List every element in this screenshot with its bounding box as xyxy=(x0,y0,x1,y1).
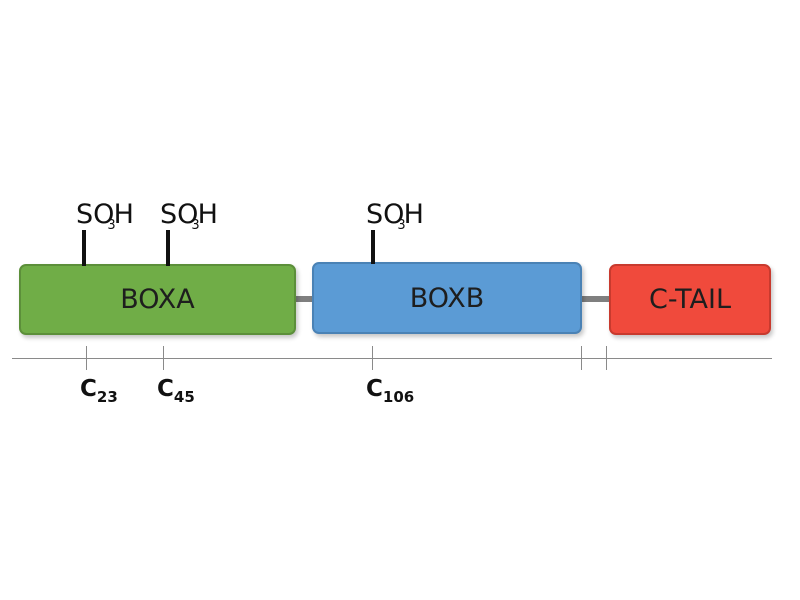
cysteine-letter: C xyxy=(157,376,174,402)
modification-end: H xyxy=(403,199,424,230)
domain-boxb: BOXB xyxy=(312,262,582,334)
axis-tick-boxb-end xyxy=(581,346,582,370)
linker-boxb-ctail xyxy=(580,296,612,302)
domain-ctail-label: C-TAIL xyxy=(649,284,731,315)
modification-stick-c45 xyxy=(166,230,170,266)
modification-label-c23: SO3H xyxy=(76,200,134,235)
cysteine-number: 106 xyxy=(382,388,415,406)
modification-stick-c23 xyxy=(82,230,86,266)
sequence-axis xyxy=(12,358,772,359)
domain-boxa-label: BOXA xyxy=(120,284,195,315)
cysteine-number: 45 xyxy=(173,388,195,406)
modification-label-c106: SO3H xyxy=(366,200,424,235)
linker-boxa-boxb xyxy=(293,296,317,302)
axis-tick-c45 xyxy=(163,346,164,370)
modification-stick-c106 xyxy=(371,230,375,264)
modification-main: SO xyxy=(160,199,199,230)
cysteine-number: 23 xyxy=(96,388,118,406)
modification-subscript: 3 xyxy=(397,218,406,233)
axis-tick-c23 xyxy=(86,346,87,370)
modification-end: H xyxy=(197,199,218,230)
cysteine-label-c45: C45 xyxy=(157,376,195,406)
domain-boxb-label: BOXB xyxy=(409,282,485,314)
axis-tick-ctail-start xyxy=(606,346,607,370)
cysteine-letter: C xyxy=(366,376,383,402)
modification-end: H xyxy=(113,199,134,230)
axis-tick-c106 xyxy=(372,346,373,370)
modification-main: SO xyxy=(76,199,115,230)
cysteine-letter: C xyxy=(80,376,97,402)
domain-boxa: BOXA xyxy=(19,264,296,335)
cysteine-label-c106: C106 xyxy=(366,376,414,406)
modification-label-c45: SO3H xyxy=(160,200,218,235)
cysteine-label-c23: C23 xyxy=(80,376,118,406)
modification-subscript: 3 xyxy=(191,218,200,233)
modification-subscript: 3 xyxy=(107,218,116,233)
modification-main: SO xyxy=(366,199,405,230)
domain-ctail: C-TAIL xyxy=(609,264,771,335)
